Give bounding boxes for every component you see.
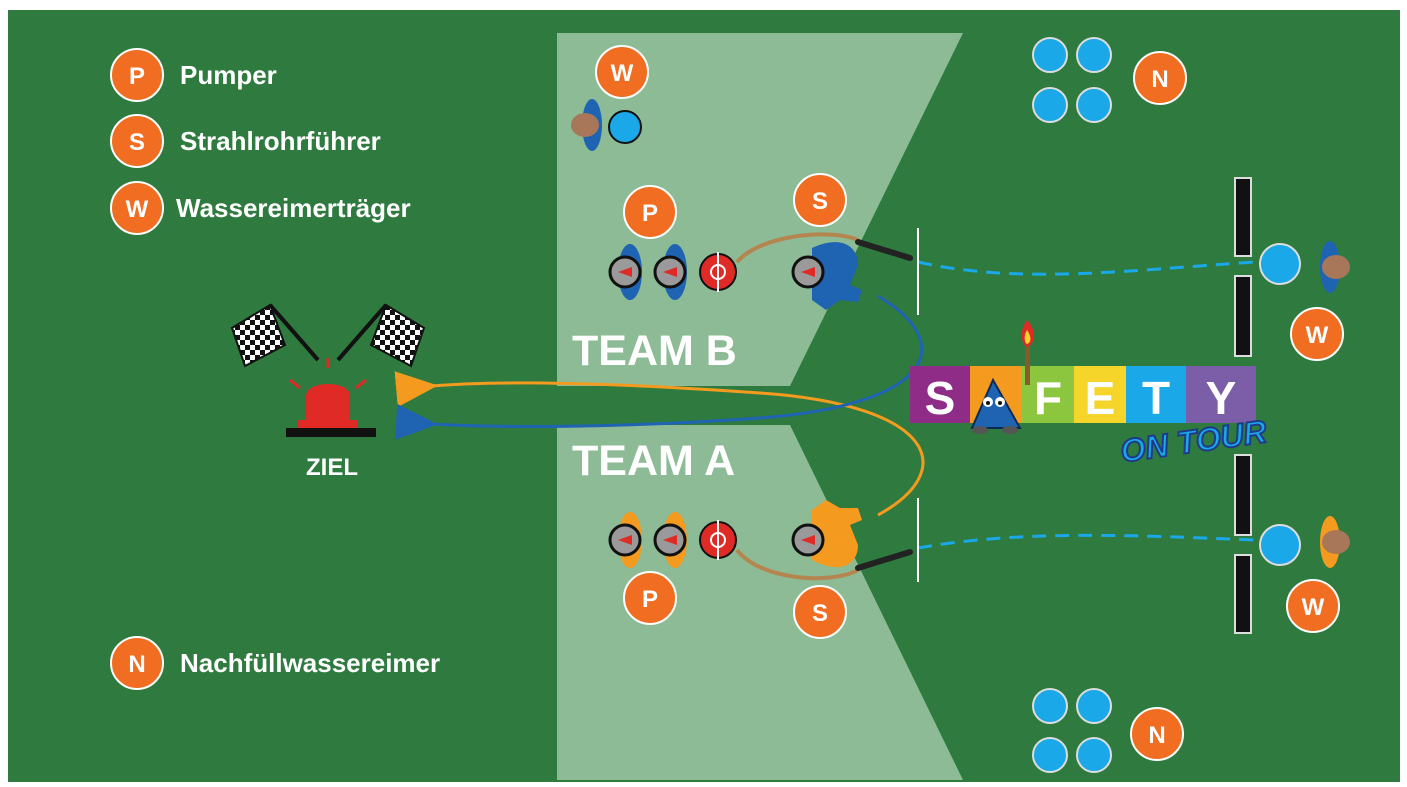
legend-nachfuell-badge: N [128, 651, 145, 678]
logo-tile-5 [1186, 366, 1256, 423]
logo-tile-2 [1022, 366, 1074, 423]
arrow-team-b-return [395, 294, 924, 440]
legend-nachfuell-label: Nachfüllwassereimer [180, 648, 440, 678]
pump-a [699, 520, 737, 560]
nozzle-operator-b [791, 239, 913, 310]
legend-item-pumper: P Pumper [110, 48, 277, 102]
legend-item-strahlrohrfuehrer: S Strahlrohrführer [110, 114, 381, 168]
legend-pumper-badge: P [129, 63, 145, 90]
zone-team-a [557, 425, 963, 780]
legend-pumper-label: Pumper [180, 60, 277, 90]
svg-text:N: N [1151, 66, 1168, 93]
svg-text:P: P [642, 200, 658, 227]
hose-a [735, 548, 859, 581]
logo-tile-4 [1126, 366, 1186, 423]
badge-s-team-b: S [793, 173, 847, 227]
legend-item-wassereimertraeger: W Wassereimerträger [110, 181, 411, 235]
badge-w-right-b: W [1290, 307, 1344, 361]
legend-wasser-label: Wassereimerträger [176, 193, 411, 223]
checkered-flag-icon [230, 303, 426, 368]
pumper-a-1 [608, 512, 642, 568]
water-carrier-right-a [1259, 516, 1350, 568]
badge-s-team-a: S [793, 585, 847, 639]
badge-n-top: N [1133, 51, 1187, 105]
legend-strahlrohr-badge: S [129, 129, 145, 156]
zone-team-b [557, 33, 963, 386]
water-carrier-top-left [571, 99, 642, 151]
alarm-light-icon [286, 358, 376, 437]
pump-b [699, 252, 737, 292]
badge-p-team-a: P [623, 571, 677, 625]
badge-p-team-b: P [623, 185, 677, 239]
team-a-label: TEAM A [572, 437, 735, 485]
logo-letter-t: T [1142, 372, 1170, 424]
pumper-a-2 [653, 512, 687, 568]
hose-line-a [917, 533, 1256, 550]
hose-b [735, 232, 859, 264]
team-b-label: TEAM B [572, 327, 737, 375]
finish-label: ZIEL [306, 454, 358, 481]
badge-w-right-a: W [1286, 579, 1340, 633]
arrow-team-a-return [394, 371, 925, 517]
badge-w-top-left: W [595, 45, 649, 99]
svg-text:W: W [1302, 594, 1325, 621]
legend-wasser-badge: W [126, 196, 149, 223]
svg-text:S: S [812, 600, 828, 627]
pumper-b-2 [653, 244, 687, 300]
logo-letter-s: S [925, 372, 956, 424]
svg-text:W: W [1306, 322, 1329, 349]
legend-strahlrohr-label: Strahlrohrführer [180, 126, 381, 156]
svg-text:W: W [611, 60, 634, 87]
target-bars [1234, 177, 1252, 634]
logo-letter-y: Y [1206, 372, 1237, 424]
logo-letter-e: E [1085, 372, 1116, 424]
torch-icon [1021, 320, 1034, 385]
badge-n-bottom: N [1130, 707, 1184, 761]
svg-text:N: N [1148, 722, 1165, 749]
svg-text:S: S [812, 188, 828, 215]
logo-letter-f: F [1034, 372, 1062, 424]
svg-text:P: P [642, 586, 658, 613]
logo-tile-0 [910, 366, 970, 423]
safety-mascot-icon: A [970, 377, 1022, 434]
refill-buckets-top [1032, 37, 1112, 123]
logo-tile-3 [1074, 366, 1126, 423]
hose-line-b [917, 260, 1256, 276]
refill-buckets-bottom [1032, 688, 1112, 773]
water-carrier-right-b [1259, 241, 1350, 293]
pumper-b-1 [608, 244, 642, 300]
legend-item-nachfuellwassereimer: N Nachfüllwassereimer [110, 636, 440, 690]
nozzle-operator-a [791, 500, 913, 571]
